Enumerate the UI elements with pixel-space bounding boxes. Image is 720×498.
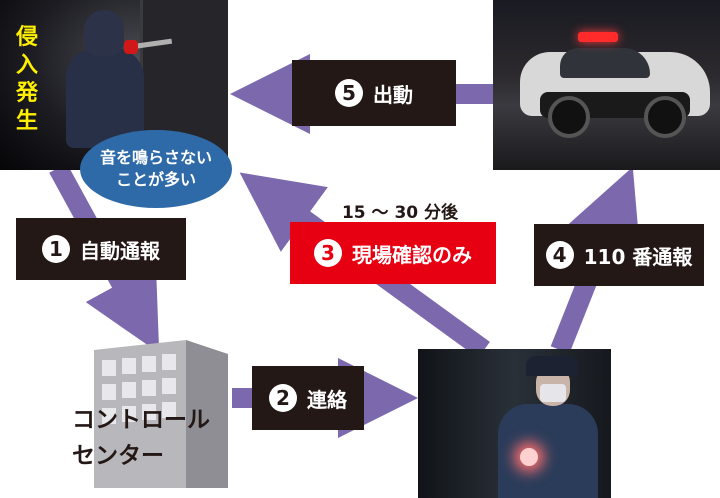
note-line-1: 音を鳴らさない: [99, 148, 212, 167]
note-line-2: ことが多い: [115, 170, 196, 189]
step-5-label: 5 出動: [292, 60, 456, 126]
step-1-number: 1: [42, 235, 70, 263]
intrusion-photo: [0, 0, 228, 170]
step-5-number: 5: [335, 79, 363, 107]
intruder-hood-shape: [84, 10, 124, 56]
step-1-text: 自動通報: [80, 238, 160, 263]
control-center-building: [94, 340, 228, 488]
flashlight-glow: [520, 448, 538, 466]
guard-cap: [526, 356, 578, 376]
front-wheel: [548, 96, 590, 138]
red-glove-shape: [124, 40, 138, 54]
step-1-label: 1 自動通報: [16, 218, 186, 280]
step-2-label: 2 連絡: [252, 366, 364, 430]
control-center-line-2: センター: [72, 443, 164, 469]
step-4-label: 4 110 番通報: [534, 224, 704, 286]
step-3-number: 3: [314, 239, 342, 267]
guard-uniform: [498, 404, 598, 498]
step-2-text: 連絡: [307, 387, 347, 412]
guard-mask: [540, 384, 566, 402]
rear-wheel: [644, 96, 686, 138]
control-center-label: コントロール センター: [72, 402, 242, 474]
step-3-label: 3 現場確認のみ: [290, 222, 496, 284]
step-4-text: 110 番通報: [583, 244, 693, 269]
step-2-number: 2: [269, 384, 297, 412]
note-bubble: 音を鳴らさない ことが多い: [80, 130, 232, 208]
step-3-text: 現場確認のみ: [352, 242, 472, 267]
police-car-window: [560, 48, 650, 78]
time-note: 15 ～ 30 分後: [341, 203, 459, 223]
step-5-text: 出動: [373, 82, 413, 107]
siren-light: [578, 32, 618, 42]
control-center-line-1: コントロール: [72, 407, 210, 433]
step-4-number: 4: [545, 241, 574, 269]
intrusion-label: 侵入発生: [16, 25, 39, 134]
